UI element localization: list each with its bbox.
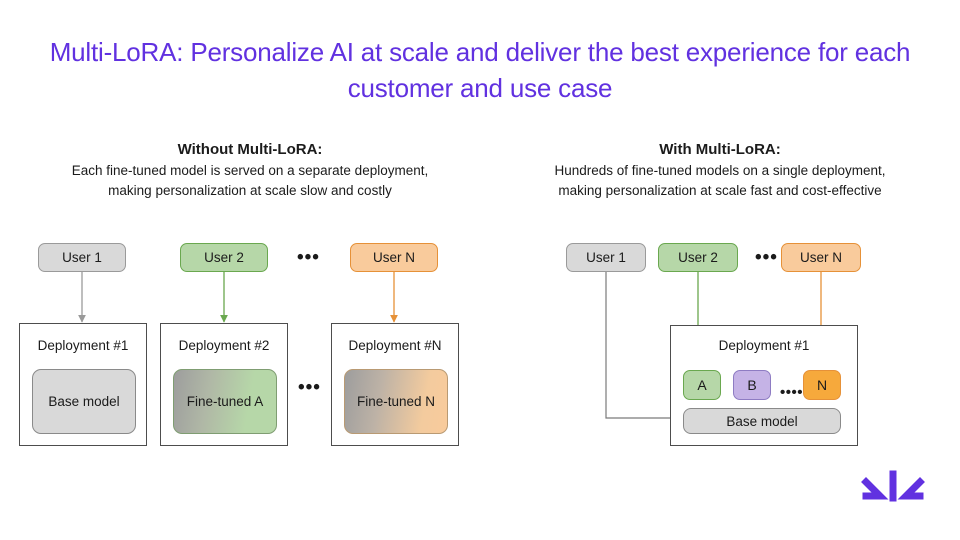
- right-user-box-1[interactable]: User 1: [566, 243, 646, 272]
- left-user-label-n: User N: [372, 250, 415, 265]
- left-user-box-n[interactable]: User N: [350, 243, 438, 272]
- right-panel-subheading-line1: Hundreds of fine-tuned models on a singl…: [554, 163, 886, 178]
- left-panel-heading: Without Multi-LoRA:: [177, 141, 323, 158]
- adapter-label-a: A: [697, 377, 707, 393]
- right-deployment[interactable]: Deployment #1 A B •••• N Base model: [670, 325, 858, 446]
- left-panel-subheading-line1: Each fine-tuned model is served on a sep…: [71, 163, 429, 178]
- right-deployment-label: Deployment #1: [718, 338, 810, 353]
- right-panel-subheading-line2: making personalization at scale fast and…: [558, 183, 882, 198]
- left-deployment-n[interactable]: Deployment #N Fine-tuned N: [331, 323, 459, 446]
- right-users-ellipsis: •••: [755, 247, 778, 268]
- left-deployment-2-model-label: Fine-tuned A: [186, 394, 264, 409]
- left-deployments-ellipsis: •••: [298, 377, 321, 398]
- adapter-box-n[interactable]: N: [803, 370, 841, 400]
- adapter-box-b[interactable]: B: [733, 370, 771, 400]
- adapter-label-b: B: [747, 377, 757, 393]
- predibase-logo: [861, 470, 925, 502]
- left-deployment-1-model-label: Base model: [48, 394, 120, 409]
- left-deployment-1[interactable]: Deployment #1 Base model: [19, 323, 147, 446]
- right-user-box-n[interactable]: User N: [781, 243, 861, 272]
- left-users-ellipsis: •••: [297, 247, 320, 268]
- right-user-label-n: User N: [799, 250, 842, 265]
- left-deployment-1-model: Base model: [32, 369, 136, 434]
- right-user-label-1: User 1: [586, 250, 626, 265]
- left-deployment-1-label: Deployment #1: [37, 338, 129, 353]
- left-deployment-2[interactable]: Deployment #2 Fine-tuned A: [160, 323, 288, 446]
- adapter-box-a[interactable]: A: [683, 370, 721, 400]
- left-deployment-n-label: Deployment #N: [348, 338, 442, 353]
- left-deployment-2-model: Fine-tuned A: [173, 369, 277, 434]
- left-panel-subheading-line2: making personalization at scale slow and…: [108, 183, 392, 198]
- left-user-label-1: User 1: [62, 250, 102, 265]
- left-deployment-2-label: Deployment #2: [178, 338, 270, 353]
- right-panel-header: With Multi-LoRA: Hundreds of fine-tuned …: [490, 140, 950, 200]
- left-deployment-n-model: Fine-tuned N: [344, 369, 448, 434]
- adapter-label-n: N: [816, 377, 828, 393]
- adapters-ellipsis: ••••: [780, 384, 804, 401]
- right-base-model-label: Base model: [726, 413, 798, 429]
- left-user-box-2[interactable]: User 2: [180, 243, 268, 272]
- left-panel-header: Without Multi-LoRA: Each fine-tuned mode…: [10, 140, 490, 200]
- right-user-box-2[interactable]: User 2: [658, 243, 738, 272]
- right-user-label-2: User 2: [678, 250, 718, 265]
- right-panel-heading: With Multi-LoRA:: [659, 141, 781, 158]
- left-deployment-n-model-label: Fine-tuned N: [356, 394, 436, 409]
- page-title: Multi-LoRA: Personalize AI at scale and …: [49, 37, 911, 103]
- left-user-label-2: User 2: [204, 250, 244, 265]
- left-user-box-1[interactable]: User 1: [38, 243, 126, 272]
- right-base-model: Base model: [683, 408, 841, 434]
